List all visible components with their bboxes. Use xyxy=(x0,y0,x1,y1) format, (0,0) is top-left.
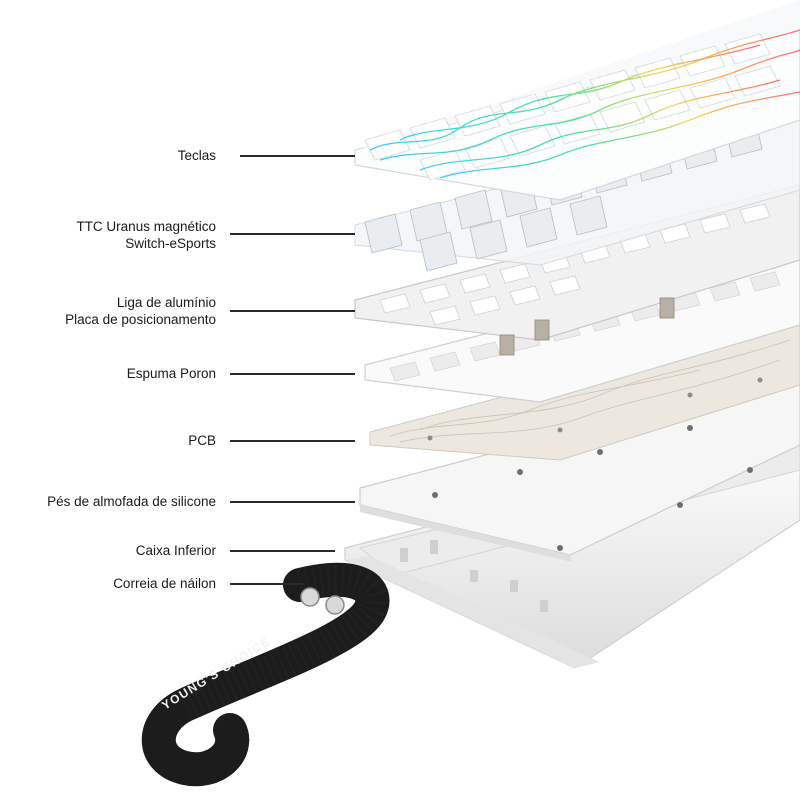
label-foam: Espuma Poron xyxy=(126,366,216,381)
label-feet: Pés de almofada de silicone xyxy=(47,494,216,509)
leader-line-strap xyxy=(230,583,305,585)
label-plate: Liga de alumínio Placa de posicionamento xyxy=(65,295,216,327)
leader-line-keycaps xyxy=(240,155,355,157)
leader-line-feet xyxy=(230,501,355,503)
label-bottom-case: Caixa Inferior xyxy=(135,543,216,558)
leader-line-plate xyxy=(230,310,355,312)
label-keycaps: Teclas xyxy=(177,148,216,163)
keycaps-layer xyxy=(354,0,800,201)
leader-line-pcb xyxy=(230,440,355,442)
leader-line-switches xyxy=(230,233,355,235)
strap-snap-button xyxy=(300,587,320,607)
leader-line-foam xyxy=(230,373,355,375)
nylon-strap: YOUNG'S CHOICE xyxy=(141,562,390,787)
leader-line-bottom-case xyxy=(230,550,335,552)
strap-snap-button xyxy=(325,595,345,615)
label-pcb: PCB xyxy=(188,433,216,448)
label-switches: TTC Uranus magnético Switch-eSports xyxy=(76,219,216,251)
label-strap: Correia de náilon xyxy=(113,576,216,591)
